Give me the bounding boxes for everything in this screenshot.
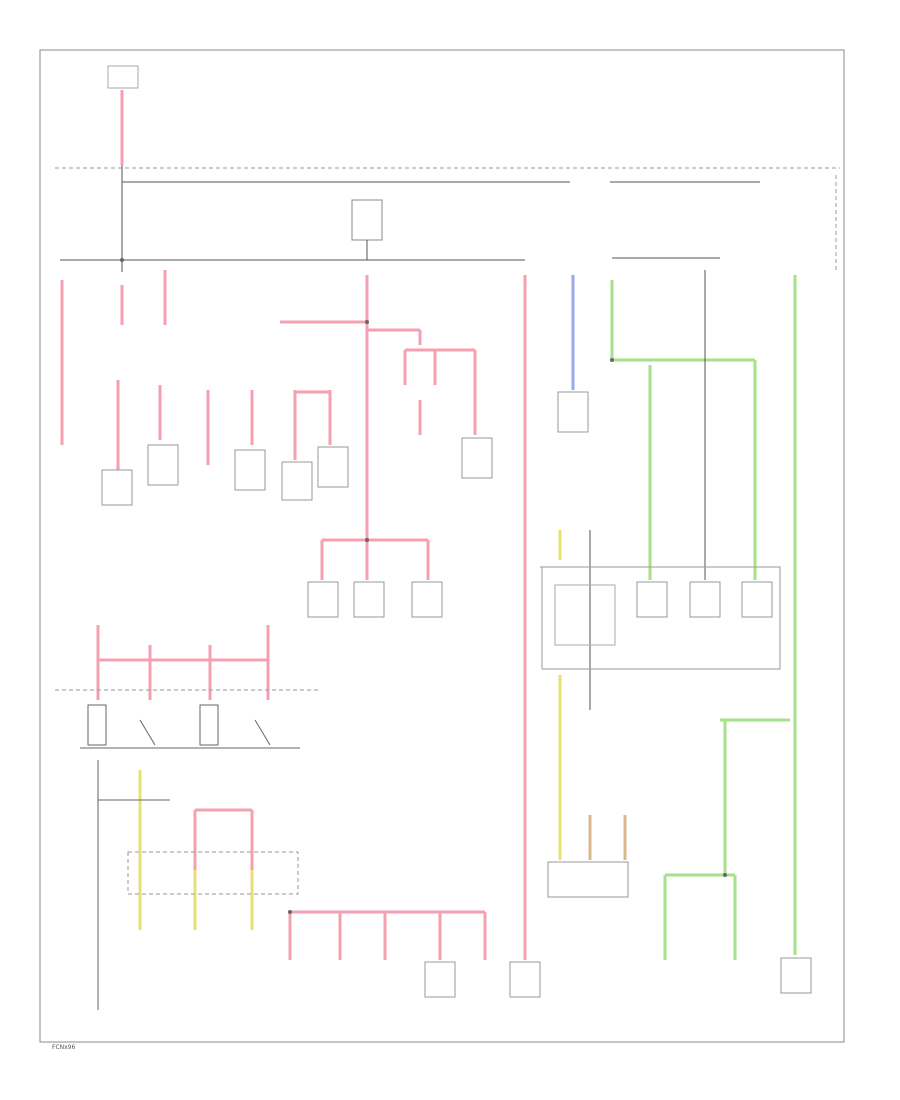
left-feeds [60,270,332,470]
tan-wires [588,815,627,860]
source-connector [107,65,139,272]
central-red-trunk [280,275,477,580]
yellow-wires [138,530,562,930]
diagram-frame [39,49,845,1043]
lower-left-red [96,625,487,960]
fuse-box [127,851,299,895]
black-wires-right [589,270,706,710]
power-distribution-center [541,566,781,670]
component-boxes [101,391,812,998]
relay-box-top [351,199,383,241]
splice-dots [120,258,727,914]
pdc-fuse-block [554,584,616,646]
switch-symbols [80,704,300,1010]
figure-ref: FCNx96 [52,1044,76,1051]
